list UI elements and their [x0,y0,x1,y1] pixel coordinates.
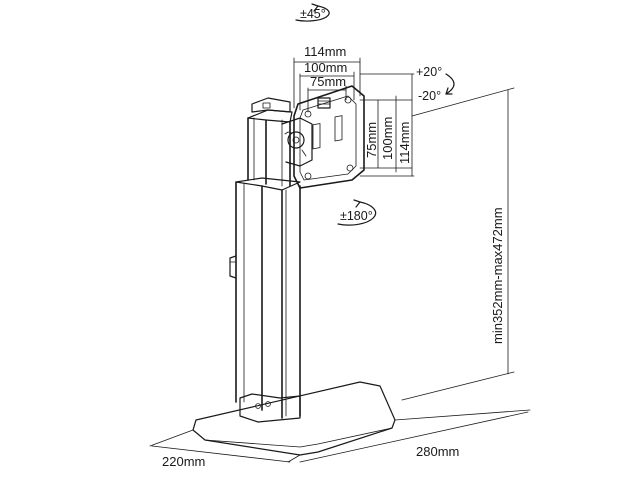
vesa-vertical-dims [359,73,415,177]
column-upper [247,97,293,187]
tilt-up-label: +20° [416,65,442,79]
height-dimension [401,87,515,401]
vesa-75-horizontal-label: 75mm [310,74,346,89]
rotation-label: ±180° [340,209,373,223]
swivel-arrow-icon [295,3,330,22]
vesa-75-vertical-label: 75mm [364,122,379,158]
tilt-arrow-icon [445,73,455,95]
swivel-label: ±45° [300,7,326,21]
base-depth-label: 220mm [162,454,205,469]
tilt-head [281,117,313,167]
height-range-label: min352mm-max472mm [490,207,505,344]
base-plate [192,381,396,456]
column-lower [229,177,301,419]
vesa-horizontal-dims [293,57,361,113]
vesa-100-horizontal-label: 100mm [304,60,347,75]
vesa-114-horizontal-label: 114mm [304,44,346,59]
vesa-114-vertical-label: 114mm [397,122,412,164]
vesa-100-vertical-label: 100mm [380,117,395,160]
tilt-down-label: -20° [418,89,441,103]
rotation-arrow-icon [337,199,377,226]
vesa-plate [293,85,365,189]
base-dimensions [149,409,531,463]
base-width-label: 280mm [416,444,459,459]
